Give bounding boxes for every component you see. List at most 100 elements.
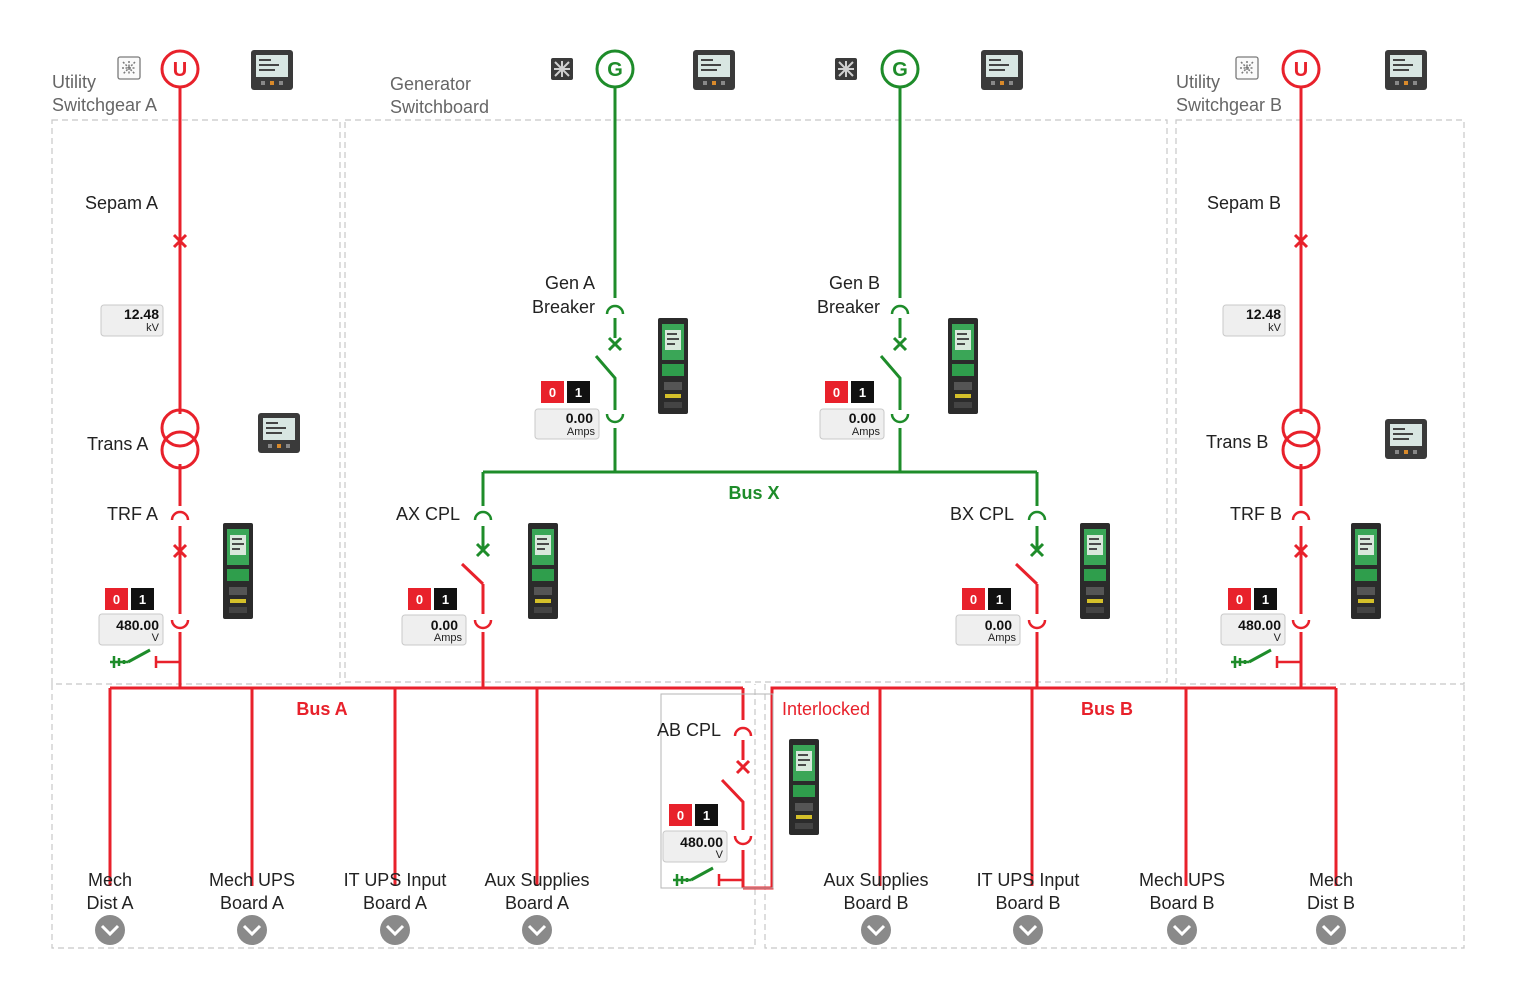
utility-b-status-icon[interactable]: [1235, 56, 1259, 80]
ax-cpl-on-label: 1: [442, 592, 449, 607]
gen-a-source-letter: G: [607, 59, 623, 81]
trf-a-drawout-bottom: [170, 619, 190, 630]
gen-a-label-line2: Breaker: [532, 297, 595, 317]
trf-b-unit: V: [1274, 632, 1282, 644]
gen-b-on-label: 1: [859, 385, 866, 400]
gen-b-readout[interactable]: 0.00 Amps: [819, 408, 885, 440]
feeder-it-ups-input-board-b: IT UPS Input Board B: [977, 870, 1080, 913]
ax-cpl-breaker-image[interactable]: [528, 523, 558, 619]
ax-cpl-drawout-bottom: [473, 619, 493, 630]
ab-cpl-off-label: 0: [677, 808, 684, 823]
ab-cpl-status-indicator[interactable]: 0 1: [669, 804, 718, 826]
sepam-a-label: Sepam A: [85, 193, 158, 213]
interlocked-label: Interlocked: [782, 699, 870, 719]
gen-a-breaker-image[interactable]: [658, 318, 688, 414]
gen-b-drawout-top: [890, 304, 910, 315]
bus-a-label: Bus A: [296, 699, 347, 719]
utility-b-section-border: [1175, 119, 1465, 685]
expand-mech-dist-b-button[interactable]: [1316, 915, 1346, 945]
chevron-down-icon: [1172, 924, 1192, 937]
utility-b-title-line1: Utility: [1176, 72, 1220, 92]
gen-b-unit: Amps: [852, 426, 881, 438]
bus-b-section-border: [764, 684, 1465, 949]
ax-cpl-readout[interactable]: 0.00 Amps: [401, 614, 467, 646]
bx-cpl-drawout-bottom: [1027, 619, 1047, 630]
feeder-aux-supplies-board-a: Aux Supplies Board A: [484, 870, 589, 913]
trf-a-status-indicator[interactable]: 0 1: [105, 588, 154, 610]
trans-a-symbol[interactable]: [160, 408, 200, 470]
expand-it-ups-input-board-a-button[interactable]: [380, 915, 410, 945]
feeder-mech-dist-a: Mech Dist A: [86, 870, 133, 913]
gen-a-readout[interactable]: 0.00 Amps: [534, 408, 600, 440]
trf-a-readout[interactable]: 480.00 V: [98, 613, 164, 646]
utility-a-source-letter: U: [173, 59, 187, 81]
utility-b-source[interactable]: U: [1281, 49, 1321, 89]
sepam-a-unit: kV: [146, 322, 160, 334]
chevron-down-icon: [385, 924, 405, 937]
utility-b-meter-image[interactable]: [1385, 50, 1427, 90]
trf-a-drawout-top: [170, 510, 190, 521]
trf-b-breaker-image[interactable]: [1351, 523, 1381, 619]
feeder-label-line2: Dist B: [1307, 893, 1355, 913]
bx-cpl-status-indicator[interactable]: 0 1: [962, 588, 1011, 610]
trf-b-breaker-mark: [1293, 543, 1309, 559]
ab-cpl-breaker-image[interactable]: [789, 739, 819, 835]
bx-cpl-breaker-mark: [1029, 542, 1045, 558]
expand-it-ups-input-board-b-button[interactable]: [1013, 915, 1043, 945]
gen-a-status-indicator[interactable]: 0 1: [541, 381, 590, 403]
gen-a-on-label: 1: [575, 385, 582, 400]
expand-mech-ups-board-b-button[interactable]: [1167, 915, 1197, 945]
bx-cpl-breaker-image[interactable]: [1080, 523, 1110, 619]
gen-b-status-indicator[interactable]: 0 1: [825, 381, 874, 403]
trans-b-symbol[interactable]: [1281, 408, 1321, 470]
sepam-b-value: 12.48: [1246, 306, 1281, 322]
generator-title-line1: Generator: [390, 74, 471, 94]
feeder-mech-ups-board-b: Mech UPS Board B: [1139, 870, 1225, 913]
gen-a-source[interactable]: G: [595, 49, 635, 89]
gen-a-status-icon[interactable]: [550, 57, 574, 81]
sepam-a-value: 12.48: [124, 306, 159, 322]
expand-aux-supplies-board-b-button[interactable]: [861, 915, 891, 945]
gen-b-meter-image[interactable]: [981, 50, 1023, 90]
ax-cpl-value: 0.00: [431, 617, 458, 633]
utility-b-title-line2: Switchgear B: [1176, 95, 1282, 115]
ax-cpl-label: AX CPL: [396, 504, 460, 524]
gen-a-label-line1: Gen A: [545, 273, 595, 293]
expand-mech-ups-board-a-button[interactable]: [237, 915, 267, 945]
trans-b-meter-image[interactable]: [1385, 419, 1427, 459]
sepam-a-readout[interactable]: 12.48 kV: [100, 304, 164, 337]
expand-aux-supplies-board-a-button[interactable]: [522, 915, 552, 945]
utility-a-meter-image[interactable]: [251, 50, 293, 90]
gen-b-breaker-image[interactable]: [948, 318, 978, 414]
sepam-b-label: Sepam B: [1207, 193, 1281, 213]
trf-b-status-indicator[interactable]: 0 1: [1228, 588, 1277, 610]
utility-a-source[interactable]: U: [160, 49, 200, 89]
trans-a-meter-image[interactable]: [258, 413, 300, 453]
utility-a-title-line1: Utility: [52, 72, 96, 92]
bx-cpl-unit: Amps: [988, 632, 1017, 644]
sepam-b-readout[interactable]: 12.48 kV: [1222, 304, 1286, 337]
trf-b-readout[interactable]: 480.00 V: [1220, 613, 1286, 646]
ab-cpl-value: 480.00: [680, 834, 723, 850]
feeder-label-line2: Dist A: [86, 893, 133, 913]
gen-b-source[interactable]: G: [880, 49, 920, 89]
trf-b-on-label: 1: [1262, 592, 1269, 607]
utility-a-status-icon[interactable]: [117, 56, 141, 80]
feeder-label-line2: Board A: [363, 893, 427, 913]
gen-a-unit: Amps: [567, 426, 596, 438]
feeder-it-ups-input-board-a: IT UPS Input Board A: [344, 870, 447, 913]
trf-a-breaker-image[interactable]: [223, 523, 253, 619]
feeder-label-line2: Board B: [1149, 893, 1214, 913]
bx-cpl-off-label: 0: [970, 592, 977, 607]
expand-mech-dist-a-button[interactable]: [95, 915, 125, 945]
ax-cpl-status-indicator[interactable]: 0 1: [408, 588, 457, 610]
gen-a-meter-image[interactable]: [693, 50, 735, 90]
gen-b-status-icon[interactable]: [834, 57, 858, 81]
gen-b-source-letter: G: [892, 59, 908, 81]
generator-section-border: [344, 119, 1168, 683]
gen-a-drawout-top: [605, 304, 625, 315]
bx-cpl-readout[interactable]: 0.00 Amps: [955, 614, 1021, 646]
ab-cpl-readout[interactable]: 480.00 V: [662, 830, 728, 863]
bus-x-wiring: [481, 87, 1039, 548]
gen-b-label-line2: Breaker: [817, 297, 880, 317]
